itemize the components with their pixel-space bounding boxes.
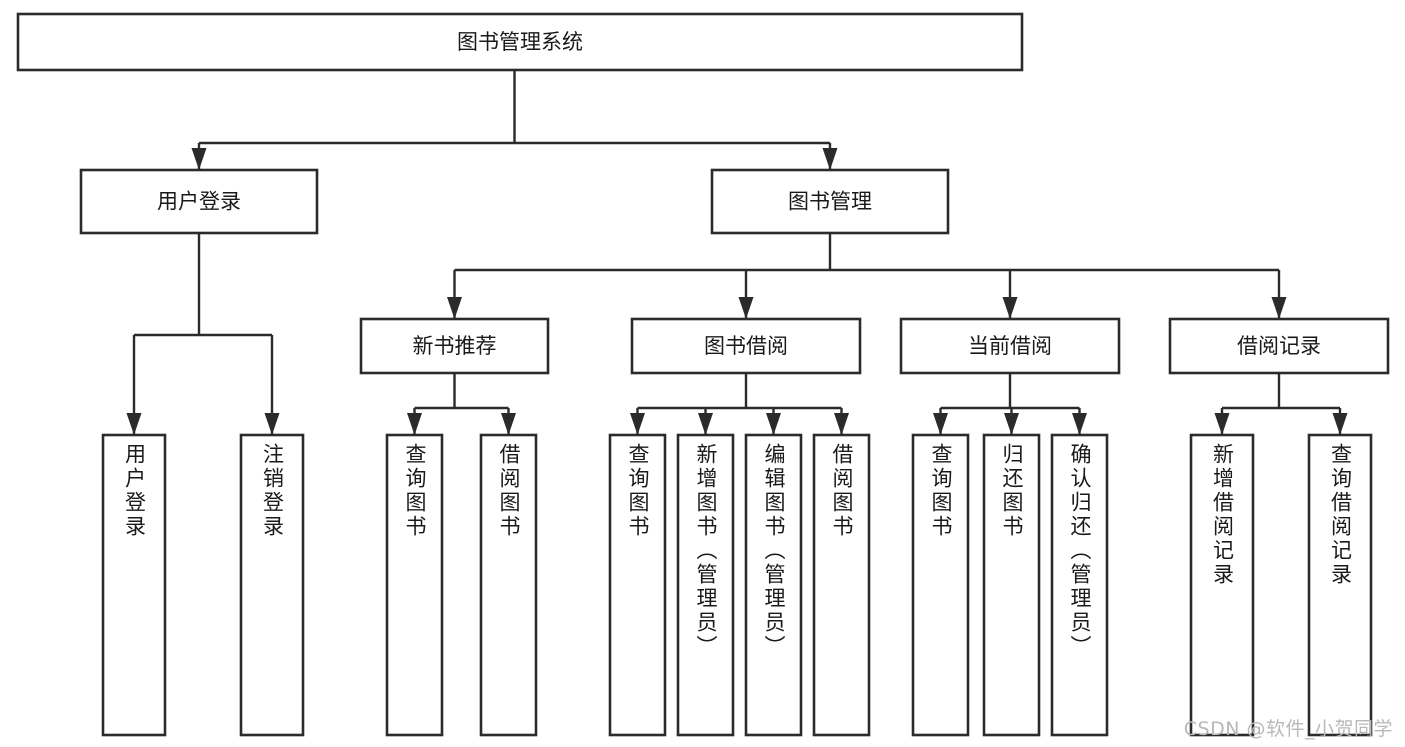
connector-layer xyxy=(126,70,1348,435)
arrow-head-leaf-2-0 xyxy=(630,413,645,435)
node-label-level3-2: 当前借阅 xyxy=(968,334,1052,358)
node-box-root[interactable] xyxy=(16,12,1024,72)
node-box-layer xyxy=(16,12,1390,737)
arrow-head-level3-2 xyxy=(1002,297,1018,319)
arrow-head-leaf-3-2 xyxy=(1072,413,1087,435)
node-box-leaf-9[interactable] xyxy=(982,433,1041,737)
node-box-leaf-0[interactable] xyxy=(101,433,167,737)
node-box-level3-2[interactable] xyxy=(899,317,1121,375)
arrow-head-level2-1 xyxy=(822,148,838,170)
arrow-head-leaf-3-0 xyxy=(933,413,948,435)
node-box-leaf-8[interactable] xyxy=(911,433,970,737)
arrow-head-leaf-2-1 xyxy=(698,413,713,435)
node-label-level3-3: 借阅记录 xyxy=(1237,334,1321,358)
node-box-leaf-6[interactable] xyxy=(744,433,803,737)
node-box-level2-1[interactable] xyxy=(710,168,950,235)
arrow-head-leaf-0-0 xyxy=(126,413,142,435)
arrow-head-leaf-1-0 xyxy=(407,413,422,435)
node-box-level3-1[interactable] xyxy=(630,317,862,375)
arrow-head-leaf-1-1 xyxy=(501,413,516,435)
node-box-leaf-4[interactable] xyxy=(608,433,667,737)
arrow-head-level3-3 xyxy=(1271,297,1287,319)
node-label-level2-1: 图书管理 xyxy=(788,190,872,214)
node-box-leaf-2[interactable] xyxy=(385,433,444,737)
arrow-head-level3-1 xyxy=(738,297,754,319)
node-box-leaf-5[interactable] xyxy=(676,433,735,737)
arrow-head-leaf-3-1 xyxy=(1004,413,1019,435)
node-label-root: 图书管理系统 xyxy=(457,30,583,54)
node-label-level2-0: 用户登录 xyxy=(157,190,241,214)
node-box-leaf-3[interactable] xyxy=(479,433,538,737)
node-label-level3-0: 新书推荐 xyxy=(413,334,497,358)
arrow-head-leaf-4-1 xyxy=(1332,413,1348,435)
node-box-level3-3[interactable] xyxy=(1168,317,1390,375)
node-box-leaf-11[interactable] xyxy=(1189,433,1255,737)
node-box-level2-0[interactable] xyxy=(79,168,319,235)
node-box-leaf-12[interactable] xyxy=(1307,433,1373,737)
node-box-level3-0[interactable] xyxy=(359,317,550,375)
node-box-leaf-1[interactable] xyxy=(239,433,305,737)
node-box-leaf-7[interactable] xyxy=(812,433,871,737)
arrow-head-leaf-2-3 xyxy=(834,413,849,435)
arrow-head-leaf-0-1 xyxy=(264,413,280,435)
arrow-head-level2-0 xyxy=(191,148,207,170)
arrow-head-leaf-2-2 xyxy=(766,413,781,435)
arrow-head-leaf-4-0 xyxy=(1214,413,1230,435)
arrow-head-level3-0 xyxy=(447,297,462,319)
node-box-leaf-10[interactable] xyxy=(1050,433,1109,737)
node-label-level3-1: 图书借阅 xyxy=(704,334,788,358)
